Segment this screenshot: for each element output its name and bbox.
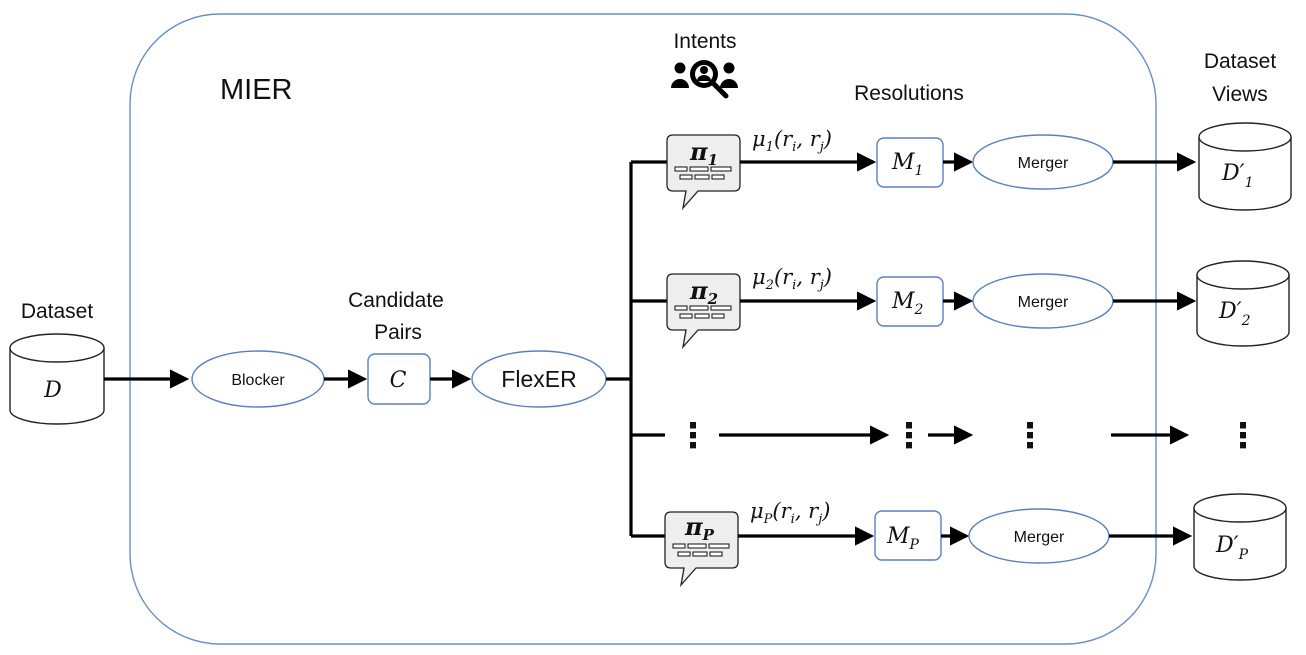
dataset-view-cylinder-2: [1196, 260, 1290, 347]
views-title-line1: Dataset: [1204, 50, 1277, 73]
match-function-p: μP(ri, rj): [750, 499, 830, 527]
dataset-view-label-2: D′2: [1218, 299, 1251, 329]
dataset-cylinder: [9, 333, 105, 425]
merger-label-1: Merger: [1018, 155, 1069, 172]
user-search-icon: [671, 60, 738, 99]
dataset-view-label-p: D′P: [1215, 533, 1249, 563]
blocker-label: Blocker: [231, 372, 285, 389]
candidates-title-line2: Pairs: [374, 321, 422, 344]
match-function-1: μ1(ri, rj): [752, 127, 832, 155]
ellipsis-views: ⋮: [1226, 417, 1260, 455]
dataset-title: Dataset: [21, 300, 94, 323]
merger-label-p: Merger: [1014, 529, 1065, 546]
ellipsis-mergers: ⋮: [1013, 417, 1047, 455]
candidates-symbol: C: [390, 368, 407, 393]
candidates-title-line1: Candidate: [348, 289, 444, 312]
dataset-view-cylinder-p: [1193, 493, 1287, 581]
mier-label: MIER: [220, 74, 293, 106]
dataset-view-cylinder-1: [1198, 122, 1292, 211]
merger-label-2: Merger: [1018, 294, 1069, 311]
ellipsis-resolutions: ⋮: [892, 417, 926, 455]
dataset-view-label-1: D′1: [1221, 161, 1254, 191]
resolution-label-p: MP: [886, 524, 920, 553]
intent-bubble-1: [666, 134, 741, 211]
intent-label-p: πP: [684, 512, 715, 544]
intent-label-2: π2: [689, 276, 718, 308]
dataset-symbol: D: [43, 378, 62, 403]
resolution-label-1: M1: [891, 150, 923, 179]
resolutions-title: Resolutions: [854, 82, 964, 105]
ellipsis-intents: ⋮: [676, 417, 710, 455]
intent-bubble-2: [666, 273, 741, 350]
intents-title: Intents: [673, 30, 736, 53]
match-function-2: μ2(ri, rj): [752, 265, 832, 293]
flexer-label: FlexER: [501, 366, 576, 392]
intent-label-1: π1: [689, 137, 718, 169]
mier-frame: [129, 13, 1157, 645]
views-title-line2: Views: [1212, 83, 1268, 106]
resolution-label-2: M2: [891, 289, 924, 318]
intent-bubble-p: [664, 511, 739, 588]
